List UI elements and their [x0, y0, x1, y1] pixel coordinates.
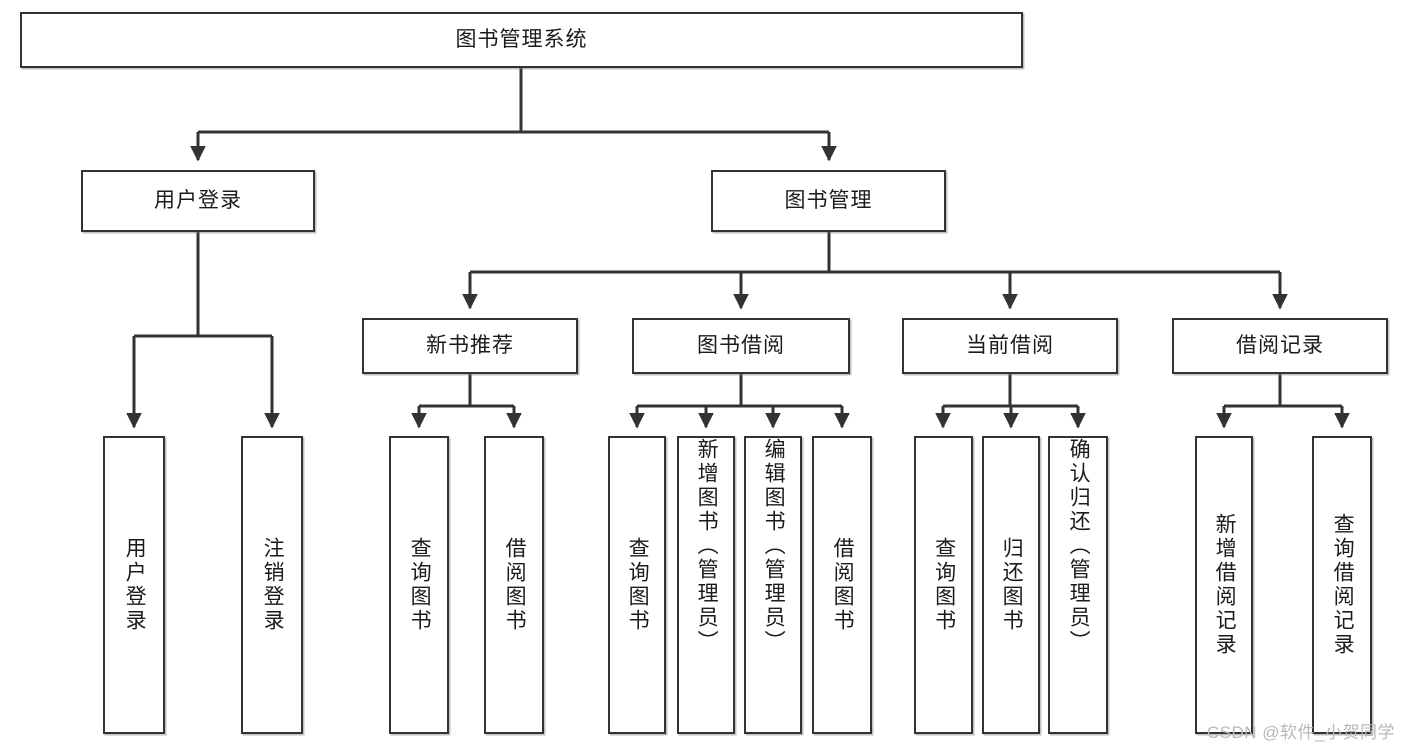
leaf-node-confirm-return-admin[interactable]: 确认归还（管理员） — [1048, 436, 1108, 734]
leaf-node-query-book-borrow[interactable]: 查询图书 — [608, 436, 666, 734]
leaf-node-user-logout[interactable]: 注销登录 — [241, 436, 303, 734]
leaf-label: 注销登录 — [261, 537, 285, 633]
node-book-manage-label: 图书管理 — [784, 189, 873, 213]
leaf-node-user-login[interactable]: 用户登录 — [103, 436, 165, 734]
node-current-borrow[interactable]: 当前借阅 — [902, 318, 1118, 374]
node-current-borrow-label: 当前借阅 — [966, 334, 1054, 358]
leaf-node-edit-book-admin[interactable]: 编辑图书（管理员） — [744, 436, 802, 734]
leaf-label: 用户登录 — [123, 537, 147, 633]
leaf-label: 借阅图书 — [831, 537, 855, 633]
node-borrow-record[interactable]: 借阅记录 — [1172, 318, 1388, 374]
leaf-label: 编辑图书（管理员） — [762, 438, 786, 654]
node-book-manage[interactable]: 图书管理 — [711, 170, 946, 232]
leaf-label: 新增借阅记录 — [1213, 513, 1237, 657]
leaf-node-return-book[interactable]: 归还图书 — [982, 436, 1040, 734]
watermark-text: CSDN @软件_小贺同学 — [1206, 723, 1395, 742]
node-book-borrow[interactable]: 图书借阅 — [632, 318, 850, 374]
node-new-book-recommend[interactable]: 新书推荐 — [362, 318, 578, 374]
leaf-label: 查询借阅记录 — [1331, 513, 1355, 657]
node-book-borrow-label: 图书借阅 — [697, 334, 785, 358]
leaf-node-borrow-book-recommend[interactable]: 借阅图书 — [484, 436, 544, 734]
leaf-node-add-book-admin[interactable]: 新增图书（管理员） — [677, 436, 735, 734]
leaf-label: 确认归还（管理员） — [1067, 438, 1091, 654]
leaf-node-query-book-recommend[interactable]: 查询图书 — [389, 436, 449, 734]
leaf-label: 新增图书（管理员） — [695, 438, 719, 654]
leaf-label: 归还图书 — [1000, 537, 1024, 633]
connector-lines — [126, 68, 1350, 429]
leaf-node-query-book-current[interactable]: 查询图书 — [914, 436, 973, 734]
node-new-book-recommend-label: 新书推荐 — [426, 334, 514, 358]
leaf-label: 查询图书 — [932, 537, 956, 633]
node-root-system[interactable]: 图书管理系统 — [20, 12, 1023, 68]
leaf-label: 借阅图书 — [503, 537, 527, 633]
leaf-node-add-borrow-record[interactable]: 新增借阅记录 — [1195, 436, 1253, 734]
leaf-node-query-borrow-record[interactable]: 查询借阅记录 — [1312, 436, 1372, 734]
node-borrow-record-label: 借阅记录 — [1236, 334, 1324, 358]
leaf-label: 查询图书 — [626, 537, 650, 633]
node-user-login-label: 用户登录 — [154, 189, 242, 213]
node-root-label: 图书管理系统 — [455, 28, 588, 52]
node-user-login[interactable]: 用户登录 — [81, 170, 315, 232]
leaf-label: 查询图书 — [408, 537, 432, 633]
leaf-node-borrow-book[interactable]: 借阅图书 — [812, 436, 872, 734]
